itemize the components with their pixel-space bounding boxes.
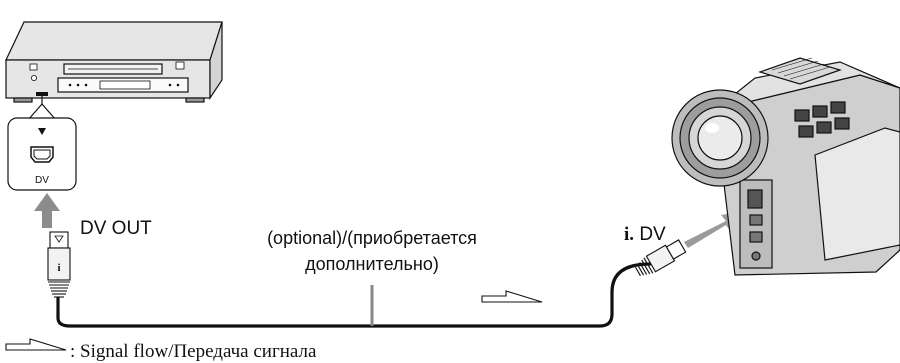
dv-port-callout: DV — [7, 96, 77, 191]
dv-port-icon — [30, 146, 54, 163]
idv-label-text: DV — [639, 224, 666, 245]
dv-plug-left: i — [47, 231, 71, 298]
i-link-icon: i. — [624, 224, 634, 245]
vcr-device — [5, 21, 223, 103]
svg-text:i: i — [57, 262, 60, 274]
vcr-port-label: DV — [35, 175, 49, 186]
dv-plug-right — [634, 239, 687, 277]
legend-label: : Signal flow/Передача сигнала — [70, 341, 317, 362]
camcorder-device — [671, 57, 900, 276]
optional-label-line2: дополнительно) — [305, 254, 439, 274]
dv-cable — [56, 262, 652, 328]
signal-flow-arrow-icon — [481, 290, 543, 303]
port-indicator-icon — [38, 128, 46, 135]
optional-label-line1: (optional)/(приобретается — [267, 228, 477, 248]
signal-up-arrow-icon — [34, 193, 60, 228]
dv-out-label: DV OUT — [80, 218, 152, 239]
idv-label: i. DV — [624, 224, 666, 245]
legend-arrow-icon — [5, 338, 67, 351]
